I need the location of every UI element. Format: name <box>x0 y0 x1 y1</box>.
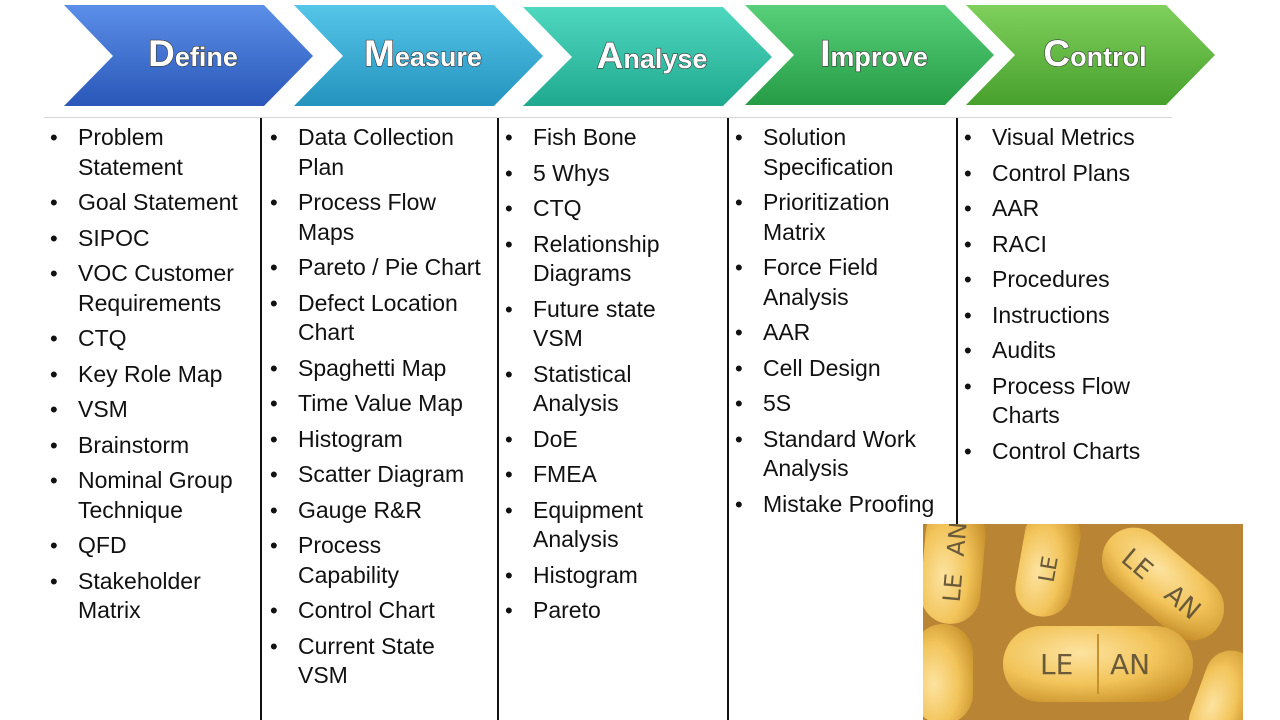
pill-left-bottom <box>923 624 973 720</box>
measure-tool-item: Time Value Map <box>264 389 483 419</box>
chevron-measure <box>294 5 543 106</box>
svg-text:LE: LE <box>1040 648 1073 681</box>
define-tool-item: Goal Statement <box>44 188 243 218</box>
measure-tools-column: Data Collection PlanProcess Flow MapsPar… <box>260 118 497 720</box>
measure-tool-item: Control Chart <box>264 596 483 626</box>
improve-tool-item: Solution Specification <box>729 123 938 182</box>
analyse-tools-column: Fish Bone 5 WhysCTQ Relationship DiagramsF… <box>497 118 727 720</box>
analyse-tool-item: Relationship Diagrams <box>499 230 708 289</box>
define-tools-list: Problem StatementGoal StatementSIPOC VOC … <box>44 123 260 632</box>
analyse-tool-item: 5 Whys <box>499 159 708 189</box>
measure-tool-item: Data Collection Plan <box>264 123 483 182</box>
define-tool-item: Problem Statement <box>44 123 243 182</box>
measure-tool-item: Scatter Diagram <box>264 460 483 490</box>
improve-tool-item: Cell Design <box>729 354 938 384</box>
define-tool-item: QFD <box>44 531 243 561</box>
analyse-tools-list: Fish Bone 5 WhysCTQ Relationship DiagramsF… <box>499 123 727 632</box>
measure-tool-item: Histogram <box>264 425 483 455</box>
control-tool-item: Audits <box>958 336 1177 366</box>
chevron-control <box>966 5 1215 105</box>
control-tool-item: Instructions <box>958 301 1177 331</box>
define-tool-item: Key Role Map <box>44 360 243 390</box>
phase-label-analyse: Analyse <box>597 35 708 76</box>
lean-pills-photo: LE AN LE LE AN LE AN <box>923 524 1243 720</box>
improve-tool-item: AAR <box>729 318 938 348</box>
measure-tool-item: Current State VSM <box>264 632 483 691</box>
pill-back-right: LE AN <box>1101 527 1225 641</box>
header-divider <box>44 117 1172 118</box>
define-tool-item: SIPOC <box>44 224 243 254</box>
define-tool-item: CTQ <box>44 324 243 354</box>
control-tools-list: Visual MetricsControl PlansAAR RACI Proced… <box>958 123 1200 472</box>
pill-back-left: LE AN <box>923 524 986 624</box>
svg-text:LE: LE <box>938 572 968 603</box>
pill-front-center: LE AN <box>1003 626 1193 702</box>
svg-text:AN: AN <box>1110 648 1150 681</box>
control-tool-item: AAR <box>958 194 1177 224</box>
pill-back-middle: LE <box>1015 524 1081 617</box>
dmaic-chevron-row: Define Measure Analyse Improve Control <box>64 5 1215 106</box>
phase-label-measure: Measure <box>364 33 482 74</box>
chevron-analyse <box>523 7 772 106</box>
improve-tool-item: Standard Work Analysis <box>729 425 938 484</box>
control-tool-item: RACI <box>958 230 1177 260</box>
measure-tool-item: Process Capability <box>264 531 483 590</box>
define-tool-item: VSM <box>44 395 243 425</box>
control-tool-item: Control Charts <box>958 437 1177 467</box>
measure-tools-list: Data Collection PlanProcess Flow MapsPar… <box>264 123 497 697</box>
control-tool-item: Visual Metrics <box>958 123 1177 153</box>
phase-label-control: Control <box>1043 33 1146 74</box>
analyse-tool-item: Pareto <box>499 596 708 626</box>
define-tool-item: Stakeholder Matrix <box>44 567 243 626</box>
phase-label-improve: Improve <box>820 33 928 74</box>
control-tools-column: Visual MetricsControl PlansAAR RACI Proced… <box>956 118 1200 720</box>
analyse-tool-item: Equipment Analysis <box>499 496 708 555</box>
measure-tool-item: Pareto / Pie Chart <box>264 253 483 283</box>
control-tool-item: Procedures <box>958 265 1177 295</box>
control-tool-item: Process Flow Charts <box>958 372 1177 431</box>
pill-right-bottom <box>1188 650 1243 720</box>
improve-tool-item: Mistake Proofing <box>729 490 938 520</box>
measure-tool-item: Defect Location Chart <box>264 289 483 348</box>
improve-tools-list: Solution SpecificationPrioritization Mat… <box>729 123 956 525</box>
phase-label-define: Define <box>148 33 238 74</box>
analyse-tool-item: Future state VSM <box>499 295 708 354</box>
define-tool-item: VOC Customer Requirements <box>44 259 243 318</box>
chevron-improve <box>745 5 994 105</box>
analyse-tool-item: Statistical Analysis <box>499 360 708 419</box>
svg-text:AN: AN <box>942 524 973 557</box>
improve-tool-item: Prioritization Matrix <box>729 188 938 247</box>
define-tools-column: Problem StatementGoal StatementSIPOC VOC … <box>44 118 260 720</box>
improve-tool-item: 5S <box>729 389 938 419</box>
svg-text:LE: LE <box>1035 554 1064 584</box>
analyse-tool-item: CTQ <box>499 194 708 224</box>
improve-tool-item: Force Field Analysis <box>729 253 938 312</box>
measure-tool-item: Process Flow Maps <box>264 188 483 247</box>
analyse-tool-item: DoE <box>499 425 708 455</box>
define-tool-item: Nominal Group Technique <box>44 466 243 525</box>
control-tool-item: Control Plans <box>958 159 1177 189</box>
analyse-tool-item: FMEA <box>499 460 708 490</box>
improve-tools-column: Solution SpecificationPrioritization Mat… <box>727 118 956 720</box>
measure-tool-item: Spaghetti Map <box>264 354 483 384</box>
analyse-tool-item: Fish Bone <box>499 123 708 153</box>
chevron-define <box>64 5 313 106</box>
analyse-tool-item: Histogram <box>499 561 708 591</box>
measure-tool-item: Gauge R&R <box>264 496 483 526</box>
define-tool-item: Brainstorm <box>44 431 243 461</box>
